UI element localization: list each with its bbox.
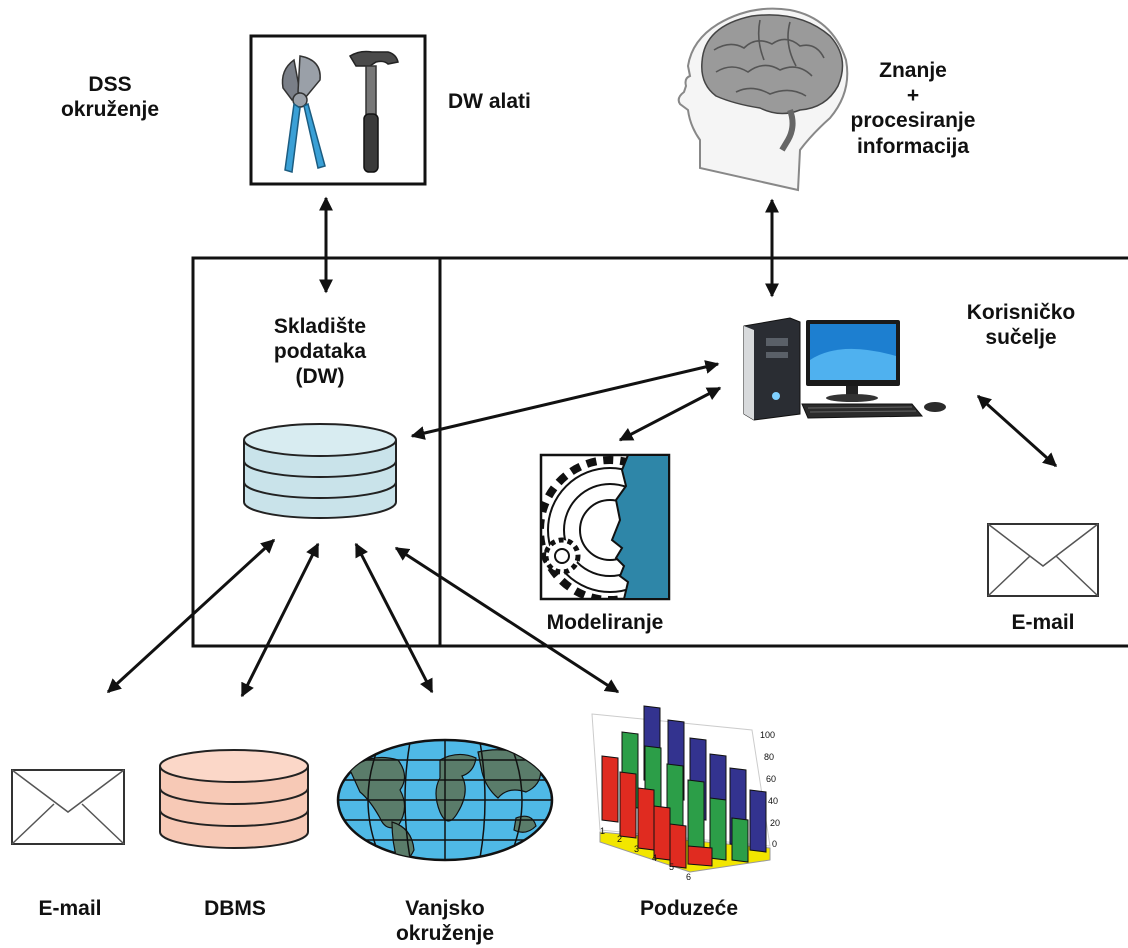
chart-row-3: 3 — [634, 844, 639, 854]
hammer-icon — [348, 50, 399, 173]
dw-label-line2: podataka — [273, 340, 367, 364]
modeling-icon — [539, 453, 671, 601]
dss-label-line1: DSS — [88, 73, 132, 96]
knowledge-line1: Znanje — [879, 59, 947, 82]
dw-label-line1: Skladište — [273, 315, 367, 338]
modeling-label: Modeliranje — [546, 611, 664, 634]
chart-bars-red — [601, 755, 713, 869]
chart-row-4: 4 — [652, 853, 657, 863]
dss-environment-frame — [191, 256, 1128, 648]
chart-bars-blue — [643, 705, 767, 853]
head-brain-icon — [677, 7, 849, 192]
data-warehouse-label: Skladište podataka (DW) — [245, 314, 395, 390]
external-environment-label: Vanjsko okruženje — [370, 896, 520, 946]
dbms-label: DBMS — [204, 897, 266, 920]
knowledge-line3: procesiranje — [850, 109, 976, 133]
globe-icon — [336, 738, 554, 862]
arrow-computer-modeling — [618, 386, 722, 442]
chart-tick-100: 100 — [760, 730, 775, 740]
ui-label-line1: Korisničko — [966, 301, 1076, 324]
enterprise-label: Poduzeće — [639, 897, 739, 920]
chart-row-2: 2 — [617, 834, 622, 844]
data-warehouse-cylinder — [243, 423, 397, 519]
chart-row-6: 6 — [686, 872, 691, 882]
dss-label-line2: okruženje — [60, 98, 160, 122]
arrow-dw-enterprise — [394, 546, 620, 694]
external-line2: okruženje — [395, 922, 495, 946]
email-right-label: E-mail — [1011, 611, 1075, 634]
knowledge-line2: + — [906, 84, 920, 108]
chart-row-1: 1 — [600, 826, 605, 836]
ui-label-line2: sučelje — [985, 326, 1057, 350]
computer-icon — [743, 317, 946, 421]
dss-environment-label: DSS okruženje — [40, 72, 180, 122]
email-bottom-label: E-mail — [38, 897, 102, 920]
email-envelope-bottom-icon — [11, 769, 125, 845]
dw-tools-label: DW alati — [448, 90, 531, 113]
arrow-computer-email — [976, 394, 1058, 468]
pliers-icon — [281, 55, 326, 173]
knowledge-line4: informacija — [856, 134, 970, 158]
enterprise-bar-chart-icon: 0 20 40 60 80 100 1 2 3 4 5 6 — [591, 705, 780, 882]
arrow-dw-external — [354, 542, 434, 694]
chart-tick-60: 60 — [766, 774, 776, 784]
external-line1: Vanjsko — [405, 897, 485, 920]
arrow-dw-email — [106, 538, 276, 694]
dw-tools-icon — [249, 34, 427, 186]
chart-tick-80: 80 — [764, 752, 774, 762]
email-envelope-right-icon — [987, 523, 1099, 597]
chart-row-5: 5 — [669, 862, 674, 872]
arrow-dw-computer — [410, 360, 720, 440]
dbms-cylinder — [159, 749, 309, 849]
chart-tick-20: 20 — [770, 818, 780, 828]
user-interface-label: Korisničko sučelje — [946, 300, 1096, 350]
chart-tick-0: 0 — [772, 839, 777, 849]
knowledge-label: Znanje + procesiranje informacija — [838, 58, 988, 159]
arrow-dw-dbms — [240, 542, 320, 698]
dw-label-line3: (DW) — [295, 365, 345, 389]
chart-tick-40: 40 — [768, 796, 778, 806]
